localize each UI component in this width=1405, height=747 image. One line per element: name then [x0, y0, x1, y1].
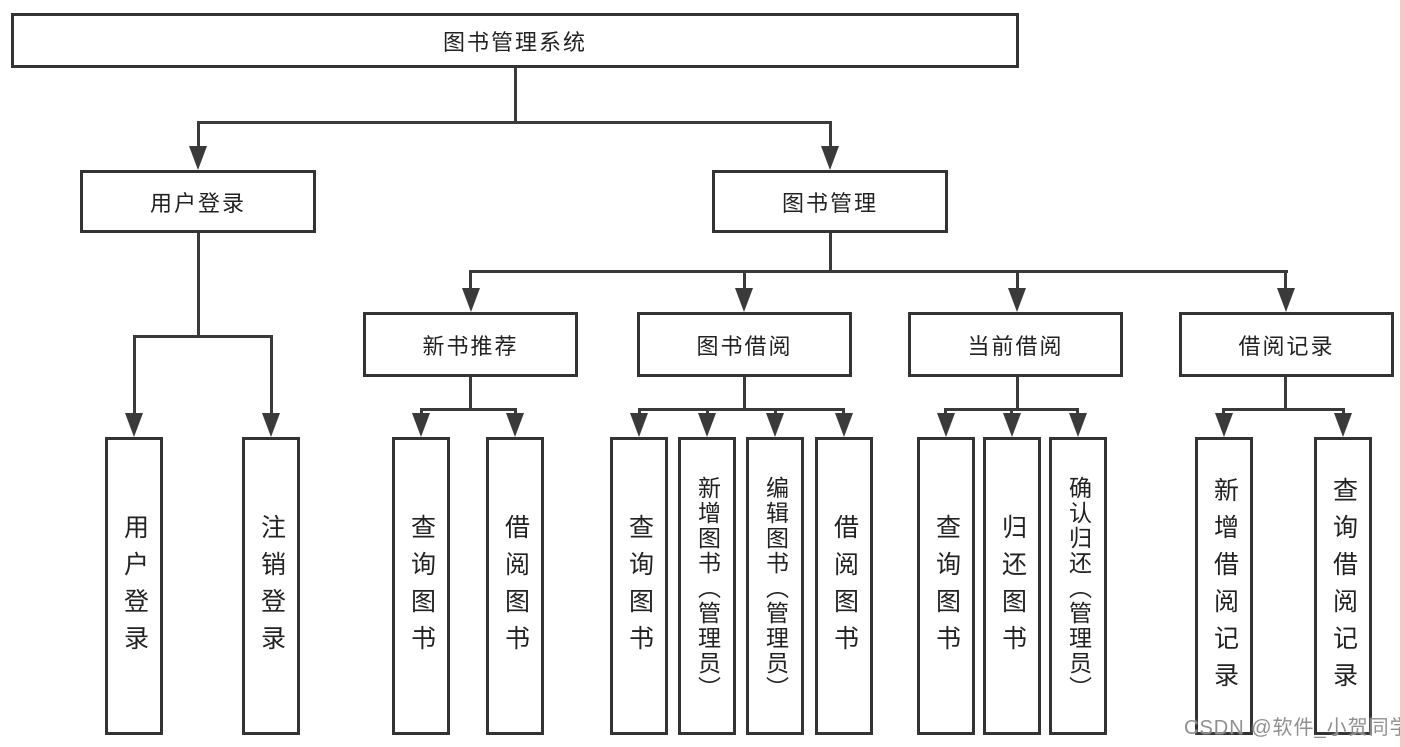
arrow-down-icon: [698, 413, 716, 437]
connector: [420, 408, 423, 416]
connector: [514, 68, 517, 124]
connector: [829, 233, 832, 273]
arrow-down-icon: [735, 288, 753, 312]
arrow-down-icon: [262, 413, 280, 437]
node-user-login: 用户登录: [80, 170, 316, 233]
connector: [842, 408, 845, 416]
arrow-down-icon: [1008, 288, 1026, 312]
connector: [944, 408, 947, 416]
node-borrowing-records: 借阅记录: [1179, 312, 1394, 377]
connector: [1223, 408, 1344, 411]
connector: [197, 121, 832, 124]
arrow-down-icon: [630, 413, 648, 437]
connector: [469, 270, 472, 292]
arrow-down-icon: [125, 413, 143, 437]
connector: [638, 408, 845, 411]
node-query-books: 查询图书: [610, 437, 668, 735]
connector: [638, 408, 641, 416]
connector: [1284, 377, 1287, 411]
arrow-down-icon: [189, 146, 207, 170]
connector: [133, 335, 136, 415]
connector: [197, 121, 200, 148]
node-book-management: 图书管理: [712, 170, 948, 233]
arrow-down-icon: [1277, 288, 1295, 312]
connector: [743, 377, 746, 411]
arrow-down-icon: [937, 413, 955, 437]
node-borrow-books: 借阅图书: [486, 437, 544, 735]
connector: [270, 335, 273, 415]
arrow-down-icon: [1069, 413, 1087, 437]
node-new-book-recommendation: 新书推荐: [363, 312, 578, 377]
connector: [706, 408, 709, 416]
node-add-borrow-record: 新增借阅记录: [1195, 437, 1253, 735]
connector: [1016, 377, 1019, 411]
node-query-books: 查询图书: [392, 437, 450, 735]
node-library-management-system: 图书管理系统: [11, 13, 1019, 68]
connector: [133, 335, 273, 338]
arrow-down-icon: [766, 413, 784, 437]
node-user-login-leaf: 用户登录: [105, 437, 163, 735]
connector: [470, 270, 1288, 273]
arrow-down-icon: [821, 146, 839, 170]
connector: [1342, 408, 1345, 416]
arrow-down-icon: [462, 288, 480, 312]
connector: [829, 121, 832, 148]
connector: [469, 377, 472, 411]
connector: [1222, 408, 1225, 416]
connector: [774, 408, 777, 416]
connector: [1076, 408, 1079, 416]
connector: [1016, 270, 1019, 292]
arrow-down-icon: [1215, 413, 1233, 437]
node-query-borrow-record: 查询借阅记录: [1314, 437, 1372, 735]
arrow-down-icon: [412, 413, 430, 437]
connector: [1010, 408, 1013, 416]
connector: [743, 270, 746, 292]
node-borrow-books: 借阅图书: [815, 437, 873, 735]
arrow-down-icon: [506, 413, 524, 437]
node-confirm-return-admin: 确认归还（管理员）: [1049, 437, 1107, 735]
connector: [420, 408, 516, 411]
connector: [1284, 270, 1287, 292]
connector: [514, 408, 517, 416]
arrow-down-icon: [1334, 413, 1352, 437]
node-add-books-admin: 新增图书（管理员）: [678, 437, 736, 735]
node-query-books: 查询图书: [917, 437, 975, 735]
node-current-borrowing: 当前借阅: [908, 312, 1123, 377]
right-edge-strip: [1400, 0, 1405, 747]
node-book-borrowing: 图书借阅: [637, 312, 852, 377]
node-edit-books-admin: 编辑图书（管理员）: [746, 437, 804, 735]
node-logout: 注销登录: [242, 437, 300, 735]
arrow-down-icon: [1003, 413, 1021, 437]
node-return-books: 归还图书: [983, 437, 1041, 735]
arrow-down-icon: [835, 413, 853, 437]
connector: [197, 233, 200, 338]
csdn-watermark: CSDN @软件_小贺同学: [1184, 717, 1405, 739]
